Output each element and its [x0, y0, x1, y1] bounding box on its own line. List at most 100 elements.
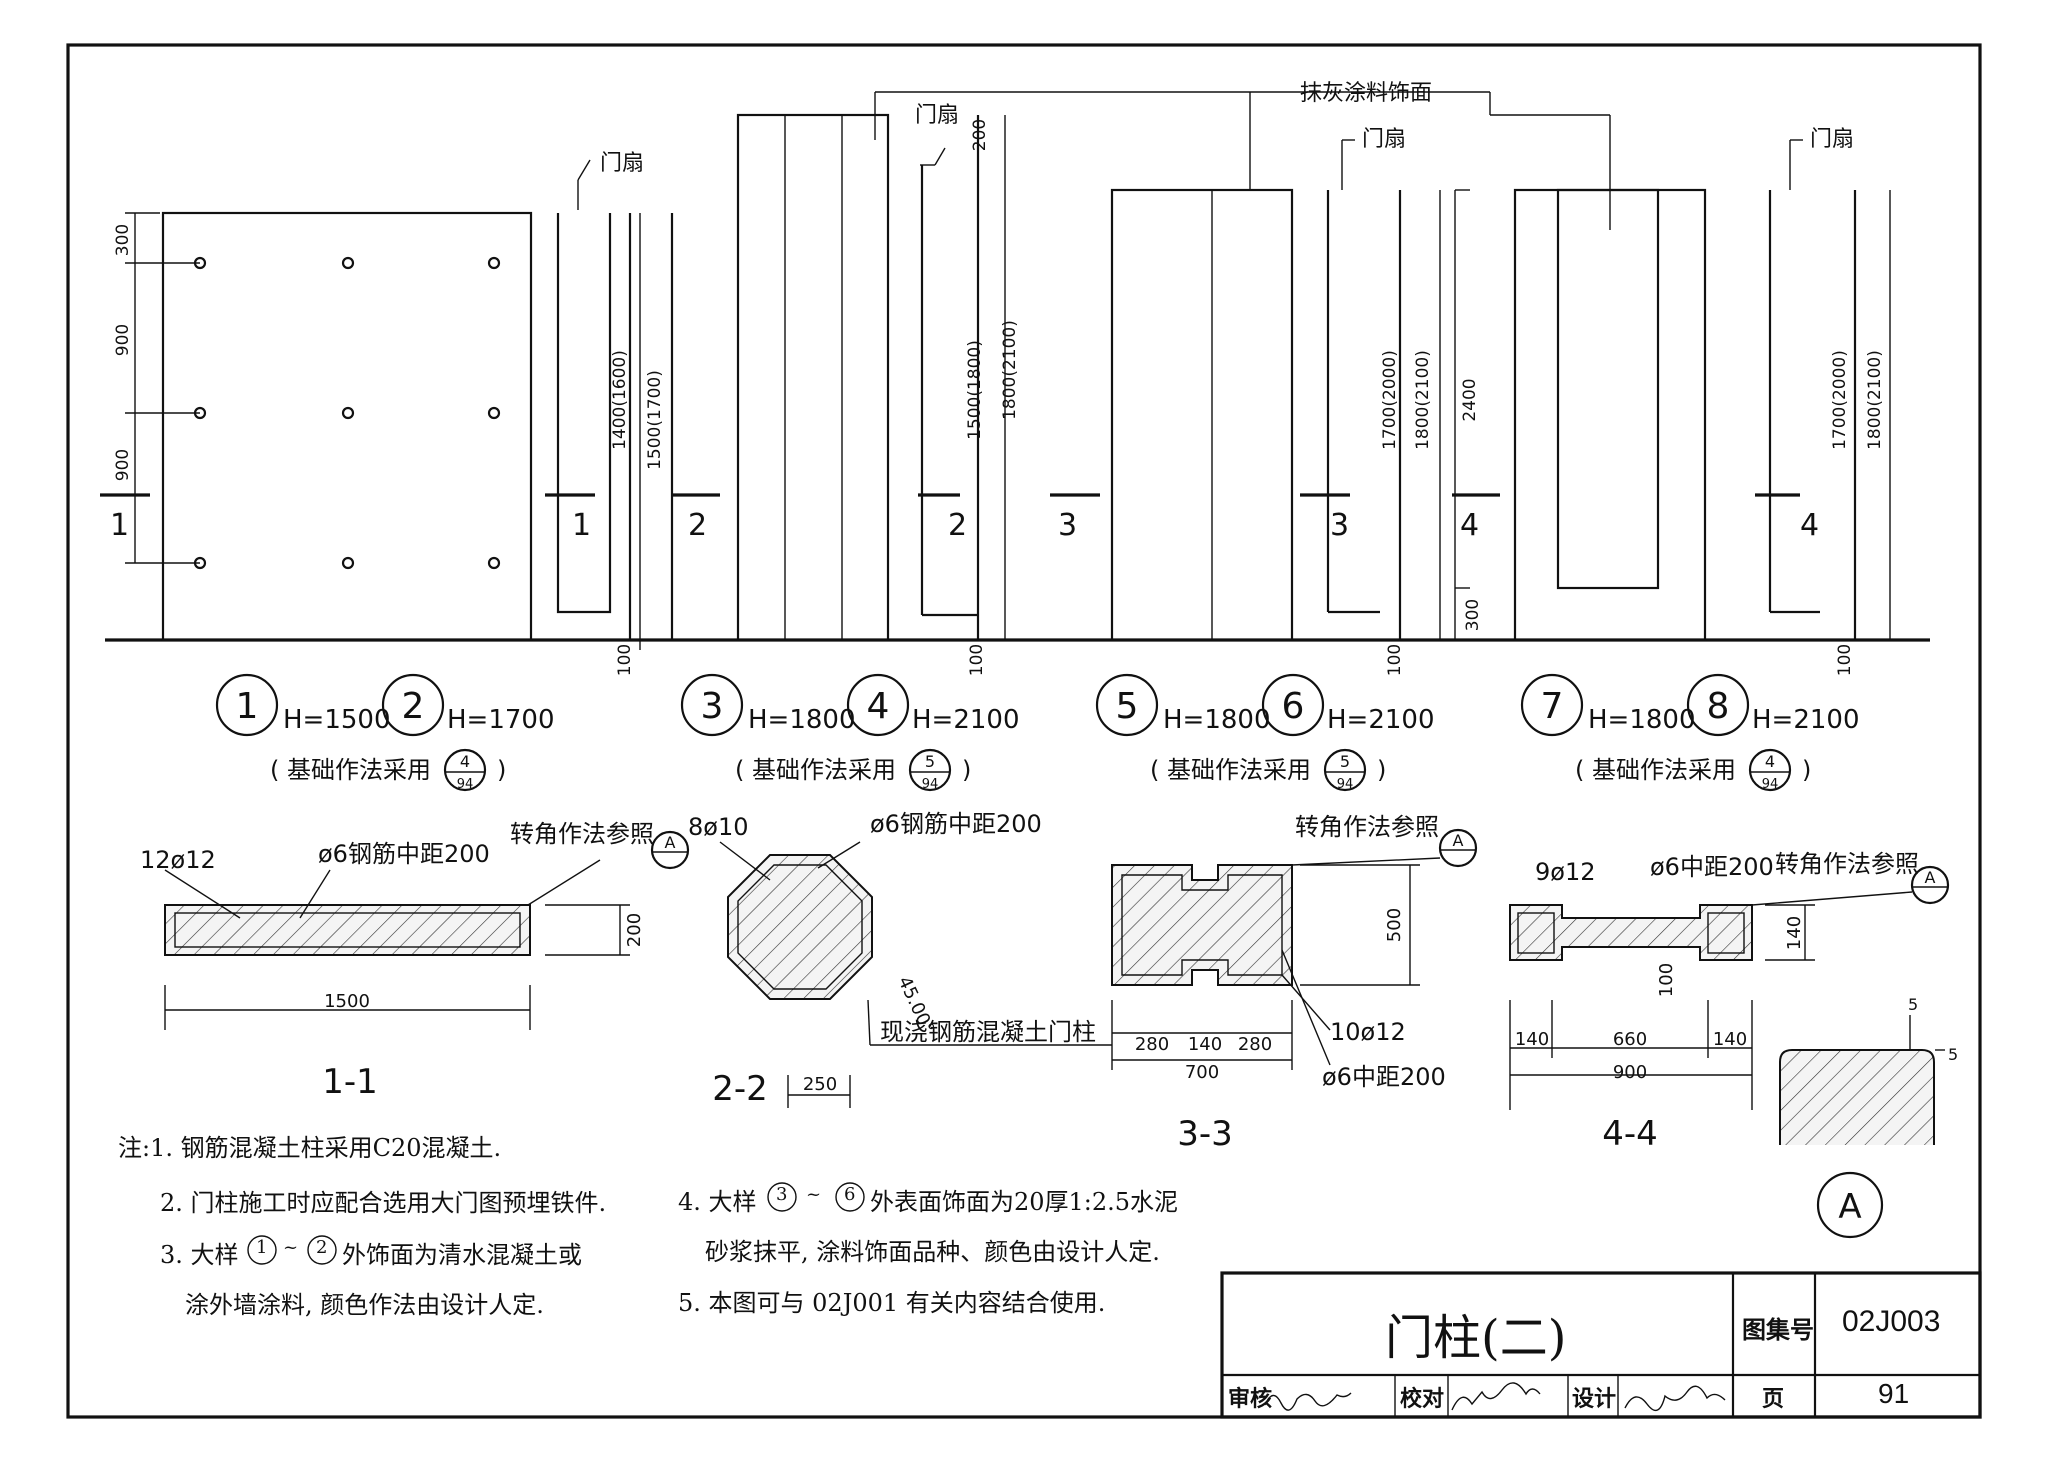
detail-circle-5: [1095, 673, 1159, 737]
dim-500: 500: [1384, 908, 1405, 942]
section-3-3: 500 转角作法参照 A 280 140 280 700 10ø12 ø6中距2…: [1111, 813, 1478, 1154]
note-1: 注:1. 钢筋混凝土柱采用C20混凝土.: [118, 1134, 502, 1162]
dim-140a: 140: [1515, 1029, 1549, 1050]
detail-A-dim2: 5: [1948, 1045, 1958, 1064]
finish-label: 抹灰涂料饰面: [1300, 81, 1432, 106]
foundation-text-1: ( 基础作法采用: [270, 756, 431, 784]
page-label: 页: [1762, 1386, 1785, 1412]
note-4b: 外表面饰面为20厚1:2.5水泥: [870, 1188, 1179, 1216]
section-3-body: [1111, 864, 1293, 986]
dim-100d: 100: [1835, 644, 1855, 676]
drawing-title: 门柱(二): [1385, 1310, 1567, 1366]
ref-A-4: [1910, 865, 1950, 905]
detail-A: 5 5 A: [1779, 995, 1958, 1239]
rebar-label-1: 12ø12: [140, 846, 216, 874]
dim-1500: 1500: [324, 991, 370, 1012]
pillar-face-1: [161, 211, 533, 642]
section-title-2-2: 2-2: [712, 1069, 768, 1109]
dim-2400: 2400: [1460, 378, 1480, 421]
section-mark-3b: 3: [1330, 508, 1349, 543]
door-leaf-label-4: 门扇: [1810, 127, 1854, 152]
section-mark-1: 1: [110, 508, 129, 543]
corner-label-1: 转角作法参照: [510, 820, 654, 848]
dim-100-web: 100: [1656, 963, 1677, 997]
column-callout: 现浇钢筋混凝土门柱: [880, 1018, 1096, 1046]
note-5: 5. 本图可与 02J001 有关内容结合使用.: [678, 1289, 1106, 1317]
section-2-2: 8ø10 ø6钢筋中距200 45.00° 250 现浇钢筋混凝土门柱 2-2: [688, 810, 1112, 1109]
detail-A-corner: [1779, 1049, 1935, 1145]
detail-height-7: H=1800: [1588, 705, 1696, 735]
note-4-tilde: ~: [806, 1184, 822, 1205]
section-4-body: [1509, 904, 1753, 961]
detail-number-5: 5: [1116, 686, 1139, 727]
foundation-close-3: ): [1377, 756, 1386, 784]
svg-text:A: A: [1925, 868, 1936, 887]
svg-text:A: A: [665, 833, 676, 852]
section-mark-1b: 1: [572, 508, 591, 543]
section-mark-4: 4: [1460, 508, 1479, 543]
foundation-ref-3: [1323, 748, 1367, 792]
ref-A-1: [650, 830, 690, 870]
dim-300b: 300: [1463, 599, 1483, 631]
section-mark-2: 2: [688, 508, 707, 543]
detail-number-7: 7: [1541, 686, 1564, 727]
detail-number-4: 4: [867, 686, 890, 727]
svg-text:A: A: [1453, 831, 1464, 850]
detail-height-8: H=2100: [1752, 705, 1860, 735]
section-4-4: 140 100 9ø12 ø6中距200 转角作法参照 A 140 660 14…: [1509, 850, 1950, 1154]
section-1-1: 1500 200 12ø12 ø6钢筋中距200 转角作法参照 A 1-1: [140, 820, 690, 1102]
dim-900: 900: [1613, 1062, 1647, 1083]
pillar-face-3: [1110, 188, 1294, 642]
foundation-ref-1: [443, 748, 487, 792]
corner-label-3: 转角作法参照: [1295, 813, 1439, 841]
dim-300: 300: [113, 224, 133, 256]
note-4-ref6: 6: [844, 1184, 856, 1205]
detail-number-1: 1: [236, 686, 259, 727]
foundation-ref-4: [1748, 748, 1792, 792]
detail-number-6: 6: [1282, 686, 1305, 727]
detail-circle-1: [215, 673, 279, 737]
dim-140b: 140: [1713, 1029, 1747, 1050]
dim-660: 660: [1613, 1029, 1647, 1050]
dim-1800-2100b: 1800(2100): [1413, 350, 1433, 450]
foundation-ref-bot-3: 94: [1337, 777, 1354, 792]
note-4a: 4. 大样: [678, 1188, 757, 1216]
atlas-number: 02J003: [1842, 1305, 1941, 1338]
pillar-face-2: [736, 113, 890, 642]
corner-label-4: 转角作法参照: [1775, 850, 1919, 878]
note-4c: 砂浆抹平, 涂料饰面品种、颜色由设计人定.: [705, 1238, 1160, 1266]
dim-100c: 100: [1385, 644, 1405, 676]
dim-280a: 280: [1135, 1034, 1169, 1055]
pillar-face-4: [1513, 188, 1707, 642]
stirrup-label-3: ø6中距200: [1322, 1063, 1446, 1091]
stirrup-label-1: ø6钢筋中距200: [318, 840, 490, 868]
page-number: 91: [1878, 1378, 1910, 1409]
design-label: 设计: [1572, 1386, 1617, 1412]
dim-1400: 1400(1600): [610, 350, 630, 450]
dim-140-h: 140: [1784, 916, 1805, 950]
sheet-border: [66, 43, 1982, 1419]
rebar-label-4: 9ø12: [1535, 858, 1596, 886]
door-leaf-label-2: 门扇: [915, 103, 959, 128]
dim-1700-2000b: 1700(2000): [1830, 350, 1850, 450]
door-leaf-label-1: 门扇: [600, 151, 644, 176]
foundation-ref-top-3: 5: [1340, 752, 1350, 771]
foundation-text-2: ( 基础作法采用: [735, 756, 896, 784]
note-3-ref2: 2: [316, 1237, 328, 1258]
section-mark-2b: 2: [948, 508, 967, 543]
note-3-ref1: 1: [256, 1237, 268, 1258]
foundation-close-1: ): [497, 756, 506, 784]
note-3-tilde: ~: [283, 1237, 299, 1258]
note-3a: 3. 大样: [160, 1241, 239, 1269]
detail-A-dim1: 5: [1908, 995, 1918, 1014]
dim-900b: 900: [113, 449, 133, 481]
dim-250: 250: [803, 1074, 837, 1095]
dim-1500: 1500(1700): [645, 370, 665, 470]
atlas-label: 图集号: [1742, 1315, 1814, 1344]
foundation-ref-bot-1: 94: [457, 777, 474, 792]
note-2: 2. 门柱施工时应配合选用大门图预埋铁件.: [160, 1189, 607, 1217]
detail-circle-8: [1686, 673, 1750, 737]
